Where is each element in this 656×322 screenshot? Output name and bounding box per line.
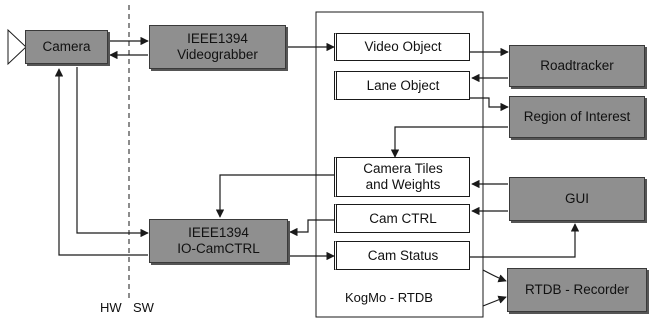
arrow-camera-to-camctrl [76,67,149,238]
roadtracker-label: Roadtracker [540,58,614,73]
camera-tiles-label-line2: and Weights [365,177,441,192]
lane-object-label: Lane Object [366,77,440,93]
arrow-rtdb-to-recorder [482,269,507,283]
arrow-rtdb-to-recorder-2 [482,295,507,307]
videograbber-label-line2: Videograbber [177,47,258,62]
arrow-roi-to-camera-tiles [390,126,508,158]
arrow-camera-tiles-to-camctrl [215,174,334,218]
gui-label: GUI [564,191,589,206]
cam-ctrl-label: Cam CTRL [369,210,437,226]
camera-tiles-label-line1: Camera Tiles [363,161,443,176]
arrow-cam-ctrl-to-camctrl [289,219,334,237]
videograbber-label-line1: IEEE1394 [187,31,248,46]
arrow-camctrl-to-camera [54,68,148,256]
camera-node: Camera [25,30,108,64]
rtdb-frame [315,11,484,318]
sw-label: SW [133,300,154,315]
gui-node: GUI [509,177,645,221]
hw-label: HW [100,300,122,315]
region-of-interest-label: Region of Interest [523,109,631,124]
cam-status-node: Cam Status [334,241,470,270]
rtdb-recorder-node: RTDB - Recorder [507,268,647,312]
region-of-interest-node: Region of Interest [509,96,645,138]
roadtracker-node: Roadtracker [509,45,645,87]
kogmo-rtdb-label: KogMo - RTDB [345,290,433,305]
rtdb-recorder-label: RTDB - Recorder [524,282,630,297]
arrow-lane-object-to-roi [470,97,509,112]
io-camctrl-label-line1: IEEE1394 [188,225,249,240]
video-object-label: Video Object [364,39,442,54]
camera-lens-icon [7,28,27,66]
videograbber-node: IEEE1394 Videograbber [149,25,286,69]
camera-label: Camera [42,39,91,54]
lane-object-node: Lane Object [334,71,470,100]
cam-ctrl-node: Cam CTRL [334,204,470,233]
io-camctrl-node: IEEE1394 IO-CamCTRL [149,219,288,263]
camera-tiles-node: Camera Tiles and Weights [334,157,470,197]
arrow-cam-status-to-gui [470,223,580,258]
io-camctrl-label-line2: IO-CamCTRL [177,241,260,256]
video-object-node: Video Object [334,33,470,61]
cam-status-label: Cam Status [367,247,439,263]
